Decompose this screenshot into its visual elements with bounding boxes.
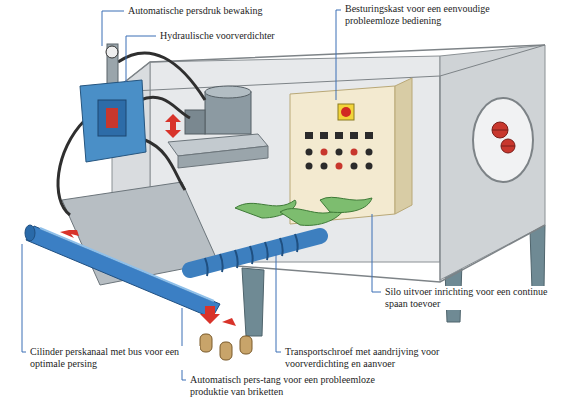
hydraulic-hoses — [58, 53, 205, 215]
leader-lines — [22, 10, 381, 380]
callout-label: Cilinder perskanaal met bus voor een opt… — [28, 346, 200, 370]
control-cabinet — [290, 78, 412, 224]
callout-label: Automatisch pers-tang voor een probleeml… — [188, 374, 388, 398]
callout-label: Silo uitvoer inrichting voor een continu… — [383, 286, 563, 310]
wood-chips — [235, 197, 372, 225]
callout-label: Automatische persdruk bewaking — [126, 5, 264, 17]
callout-label: Hydraulische voorverdichter — [158, 30, 277, 42]
screw-conveyor — [190, 234, 320, 276]
hydraulic-unit — [168, 86, 268, 168]
callout-label: Besturingskast voor een eenvoudige probl… — [343, 3, 537, 27]
press-head — [80, 44, 146, 162]
flow-arrows — [60, 114, 236, 326]
callout-label: Transportschroef met aandrijving voor vo… — [283, 346, 483, 370]
briquettes — [200, 334, 252, 360]
